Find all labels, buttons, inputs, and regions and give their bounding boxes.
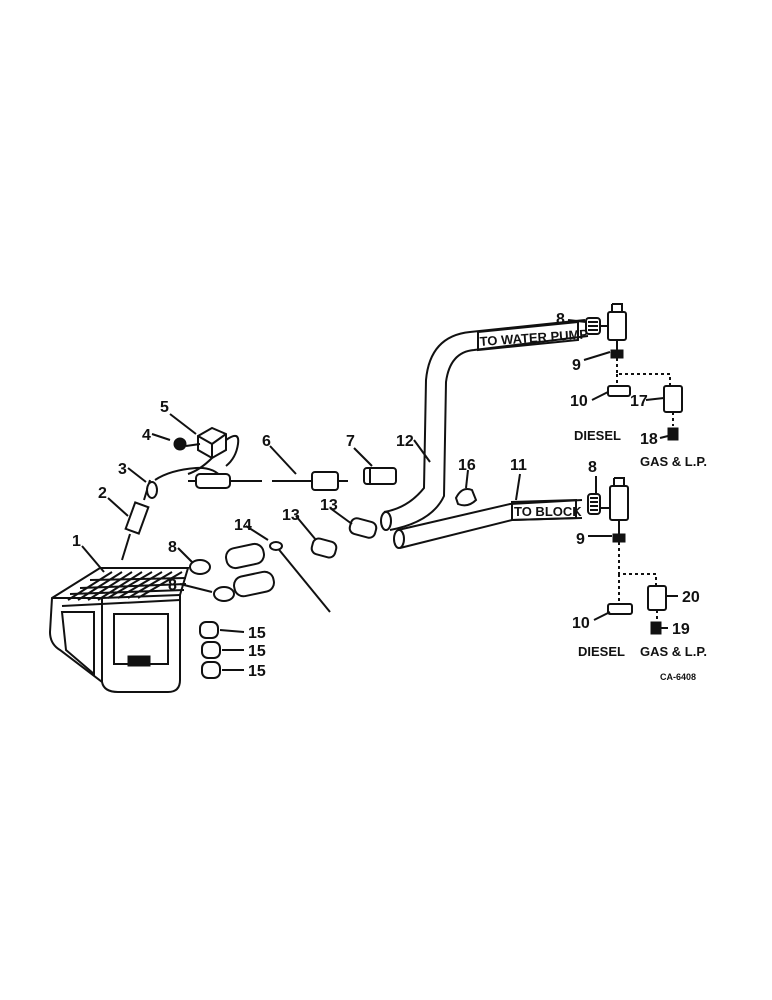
- switch-assembly: [173, 426, 240, 475]
- callout-14: 14: [234, 517, 252, 534]
- heater-probe-rod: [269, 541, 331, 613]
- label-diesel-upper: DIESEL: [574, 428, 621, 443]
- callout-12: 12: [396, 433, 414, 450]
- callout-15-bottom: 15: [248, 663, 266, 680]
- plugs: [199, 621, 221, 679]
- callout-18: 18: [640, 431, 658, 448]
- heater-unit: [48, 567, 190, 693]
- callout-8-clamp-lower: 8: [168, 577, 177, 594]
- callout-2: 2: [98, 485, 107, 502]
- callout-3: 3: [118, 461, 127, 478]
- callout-8-upper-fitting: 8: [556, 311, 565, 328]
- thermostat-probe: [121, 466, 223, 561]
- hose-to-water-pump: [380, 319, 589, 531]
- hose-to-block: [393, 498, 583, 549]
- callout-1: 1: [72, 533, 81, 550]
- callout-15-middle: 15: [248, 643, 266, 660]
- hose-clips: [310, 517, 378, 559]
- callout-5: 5: [160, 399, 169, 416]
- callout-19: 19: [672, 621, 690, 638]
- callout-10-upper: 10: [570, 393, 588, 410]
- callout-8-lower-fitting: 8: [588, 459, 597, 476]
- callout-4: 4: [142, 427, 151, 444]
- callout-7: 7: [346, 433, 355, 450]
- callout-13-left: 13: [282, 507, 300, 524]
- label-gas-lp-lower: GAS & L.P.: [640, 644, 707, 659]
- callout-8-clamp-upper: 8: [168, 539, 177, 556]
- callout-6: 6: [262, 433, 271, 450]
- power-cord: [188, 471, 348, 491]
- callout-20: 20: [682, 589, 700, 606]
- adapter: [363, 467, 397, 485]
- callout-17: 17: [630, 393, 648, 410]
- label-to-block: TO BLOCK: [514, 504, 582, 519]
- leader-lines: [81, 319, 678, 671]
- label-diesel-lower: DIESEL: [578, 644, 625, 659]
- drawing-code: CA-6408: [660, 672, 696, 682]
- lower-fitting-group: [587, 477, 667, 635]
- callout-11: 11: [510, 457, 527, 474]
- callout-9-lower: 9: [576, 531, 585, 548]
- callout-16: 16: [458, 457, 476, 474]
- upper-fitting-group: [585, 303, 683, 441]
- callout-9-upper: 9: [572, 357, 581, 374]
- callout-15-top: 15: [248, 625, 266, 642]
- callout-13-right: 13: [320, 497, 338, 514]
- clamp-hose-set: [189, 542, 275, 602]
- label-gas-lp-upper: GAS & L.P.: [640, 454, 707, 469]
- hose-clamp-16: [454, 488, 478, 507]
- callout-10-lower: 10: [572, 615, 590, 632]
